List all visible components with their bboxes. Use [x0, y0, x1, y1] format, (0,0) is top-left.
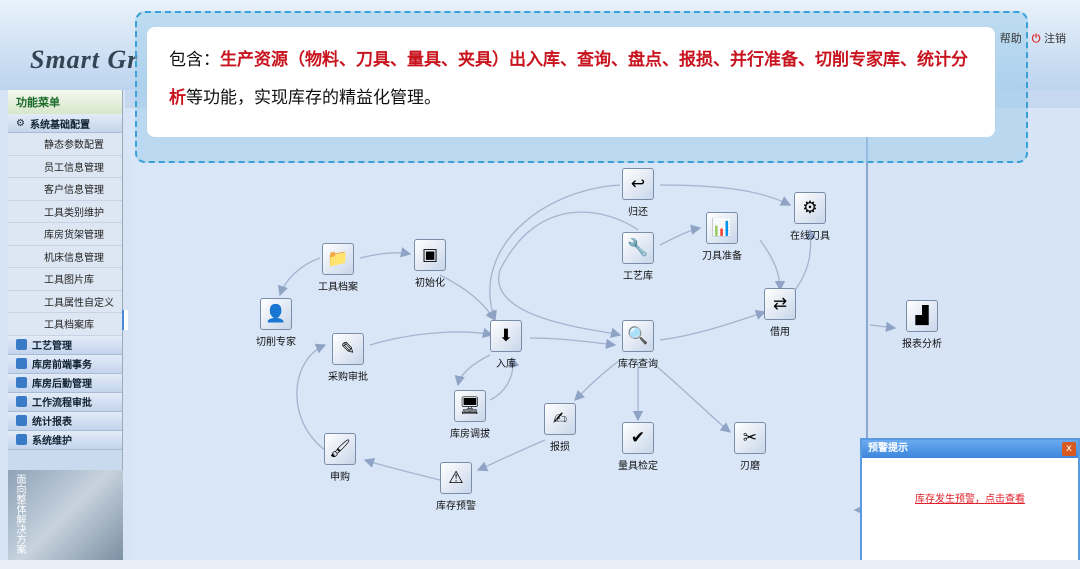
top-links: 帮助 ⏻ 注销 — [1000, 30, 1066, 46]
diagram-node[interactable]: ✍报损 — [525, 403, 595, 453]
diagram-node[interactable]: ✔量具检定 — [603, 422, 673, 472]
close-icon[interactable]: x — [1062, 442, 1076, 456]
sidebar-item[interactable]: 客户信息管理 — [8, 178, 122, 201]
sidebar-item[interactable]: 库房货架管理 — [8, 223, 122, 246]
diagram-node[interactable]: 🔍库存查询 — [603, 320, 673, 370]
category-icon — [16, 434, 27, 445]
sidebar-cat[interactable]: 库房后勤管理 — [8, 373, 122, 393]
diagram-node[interactable]: 📊刀具准备 — [687, 212, 757, 262]
diagram-node[interactable]: ⚠库存预警 — [421, 462, 491, 512]
menu-title: 功能菜单 — [8, 90, 122, 114]
node-icon: ↩ — [622, 168, 654, 200]
collapse-sidebar-handle[interactable] — [122, 310, 128, 330]
logo: Smart Gr — [30, 45, 139, 74]
diagram-node[interactable]: ✂刃磨 — [715, 422, 785, 472]
category-icon — [16, 415, 27, 426]
sidebar-item[interactable]: 工具图片库 — [8, 268, 122, 291]
sidebar-cat[interactable]: 工艺管理 — [8, 335, 122, 355]
node-icon: 📊 — [706, 212, 738, 244]
alert-popup: 预警提示 x 库存发生预警，点击查看 — [860, 438, 1080, 564]
category-icon — [16, 358, 27, 369]
sidebar-cat[interactable]: 工作流程审批 — [8, 392, 122, 412]
node-icon: ⚙ — [794, 192, 826, 224]
diagram-node[interactable]: 🔧工艺库 — [603, 232, 673, 282]
sidebar-image: 面向整体解决方案 — [8, 470, 123, 560]
sidebar-item[interactable]: 工具属性自定义 — [8, 290, 122, 313]
diagram-node[interactable]: ↩归还 — [603, 168, 673, 218]
alert-link[interactable]: 库存发生预警，点击查看 — [915, 494, 1025, 505]
node-icon: ⬇ — [490, 320, 522, 352]
category-icon — [16, 396, 27, 407]
diagram-node[interactable]: 👤切削专家 — [241, 298, 311, 348]
gear-icon: ⚙ — [16, 117, 25, 129]
sidebar-item[interactable]: 工具档案库 — [8, 313, 122, 336]
node-icon: 🔧 — [622, 232, 654, 264]
sidebar-cat[interactable]: 库房前端事务 — [8, 354, 122, 374]
node-icon: ▟ — [906, 300, 938, 332]
sidebar-item[interactable]: 静态参数配置 — [8, 133, 122, 156]
node-icon: ⚠ — [440, 462, 472, 494]
diagram-node[interactable]: ⬇入库 — [471, 320, 541, 370]
power-icon: ⏻ — [1031, 32, 1041, 45]
node-icon: 🖌 — [324, 433, 356, 465]
node-icon: ✂ — [734, 422, 766, 454]
node-icon: ✎ — [332, 333, 364, 365]
alert-title: 预警提示 — [862, 440, 1078, 458]
sidebar-item[interactable]: 机床信息管理 — [8, 245, 122, 268]
node-icon: 🔍 — [622, 320, 654, 352]
diagram-node[interactable]: 🖥库房调拔 — [435, 390, 505, 440]
sidebar-cat[interactable]: 系统维护 — [8, 430, 122, 450]
node-icon: 👤 — [260, 298, 292, 330]
logout-link[interactable]: ⏻ 注销 — [1031, 32, 1066, 45]
help-link[interactable]: 帮助 — [999, 32, 1022, 45]
node-icon: ▣ — [414, 239, 446, 271]
diagram-node[interactable]: ✎采购审批 — [313, 333, 383, 383]
node-icon: ⇄ — [764, 288, 796, 320]
diagram-node[interactable]: ⚙在线刀具 — [775, 192, 845, 242]
diagram-node[interactable]: ▣初始化 — [395, 239, 465, 289]
node-icon: 🖥 — [454, 390, 486, 422]
category-icon — [16, 339, 27, 350]
diagram-node[interactable]: 📁工具档案 — [303, 243, 373, 293]
diagram-node[interactable]: ▟报表分析 — [887, 300, 957, 350]
diagram-node[interactable]: 🖌申购 — [305, 433, 375, 483]
diagram-node[interactable]: ⇄借用 — [745, 288, 815, 338]
node-icon: ✍ — [544, 403, 576, 435]
sidebar-cat-config[interactable]: ⚙系统基础配置 — [8, 114, 122, 133]
feature-callout: 包含：生产资源（物料、刀具、量具、夹具）出入库、查询、盘点、报损、并行准备、切削… — [135, 11, 1028, 163]
sidebar-item[interactable]: 工具类别维护 — [8, 200, 122, 223]
sidebar-item[interactable]: 员工信息管理 — [8, 155, 122, 178]
node-icon: ✔ — [622, 422, 654, 454]
callout-text: 包含：生产资源（物料、刀具、量具、夹具）出入库、查询、盘点、报损、并行准备、切削… — [147, 27, 995, 137]
sidebar-cat[interactable]: 统计报表 — [8, 411, 122, 431]
category-icon — [16, 377, 27, 388]
sidebar: 功能菜单 ⚙系统基础配置 静态参数配置员工信息管理客户信息管理工具类别维护库房货… — [8, 90, 123, 560]
node-icon: 📁 — [322, 243, 354, 275]
status-bar — [0, 560, 1080, 569]
